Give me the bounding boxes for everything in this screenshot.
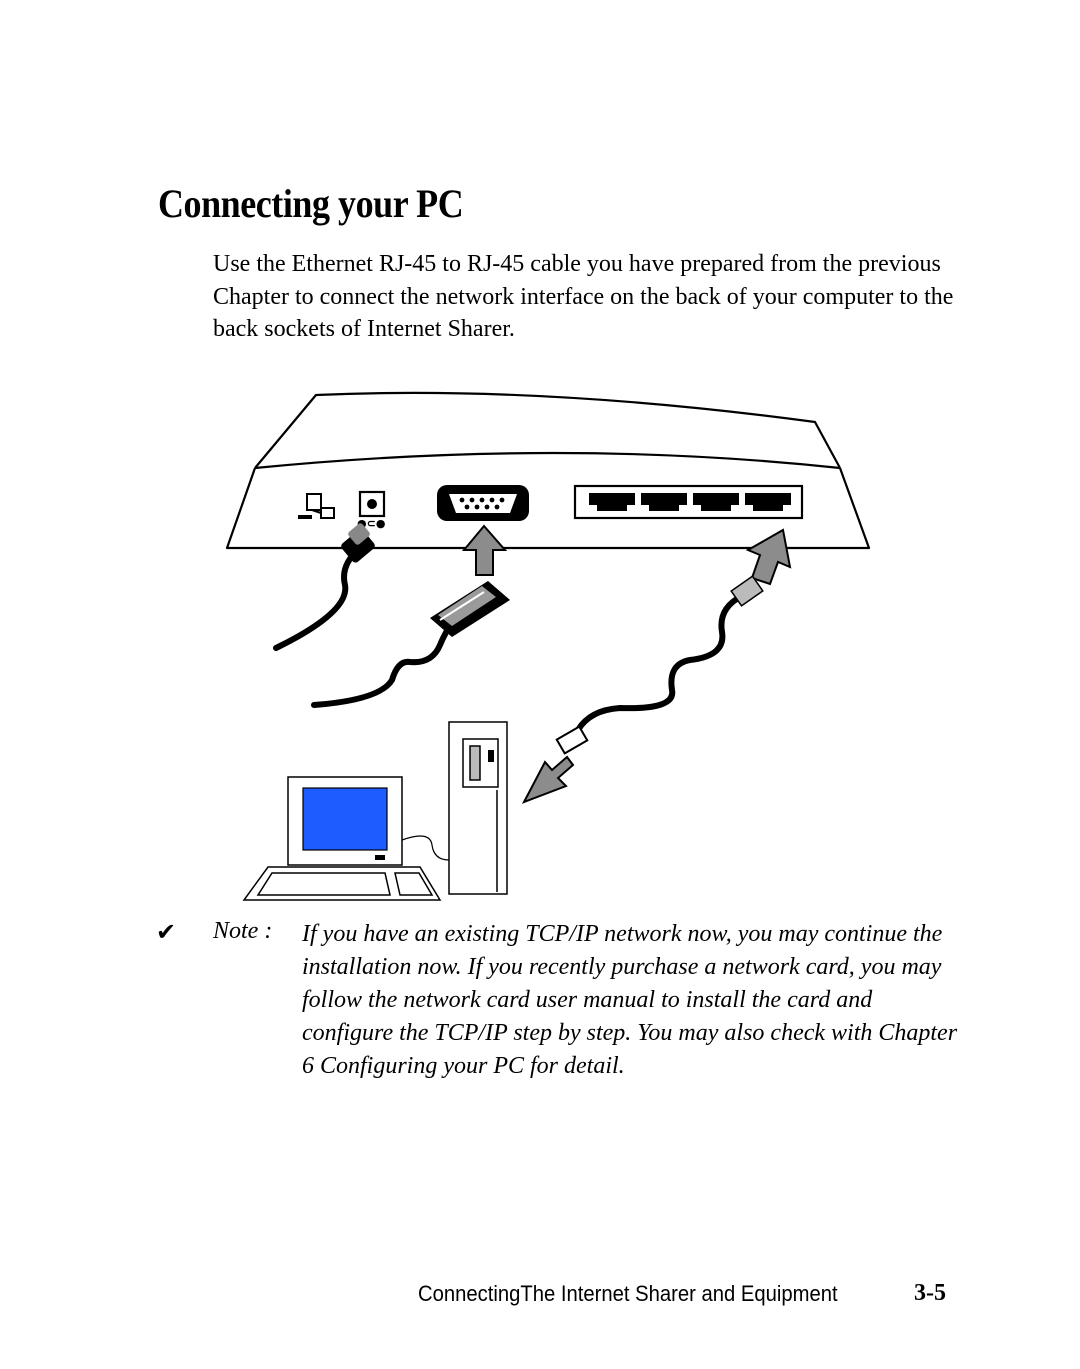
page-number: 3-5 (914, 1280, 946, 1306)
serial-cable (311, 581, 510, 708)
network-symbol-icon (298, 493, 335, 519)
note-label: Note : (213, 918, 273, 944)
intro-paragraph: Use the Ethernet RJ-45 to RJ-45 cable yo… (213, 251, 954, 342)
keyboard (242, 866, 442, 901)
serial-port-icon (437, 485, 529, 521)
connection-diagram: ●⊂● (225, 391, 871, 901)
computer-tower (448, 721, 508, 895)
page-title: Connecting your PC (158, 181, 464, 226)
note-text: If you have an existing TCP/IP network n… (302, 921, 958, 1079)
pc-arrow-icon (521, 755, 575, 804)
ethernet-arrow-icon (745, 528, 792, 586)
footer-section-title: ConnectingThe Internet Sharer and Equipm… (418, 1281, 838, 1306)
power-cable (273, 523, 375, 651)
ethernet-cable (555, 575, 764, 755)
internet-sharer-device (225, 391, 871, 550)
rj45-ports-icon (573, 484, 804, 520)
page-footer: ConnectingThe Internet Sharer and Equipm… (418, 1280, 958, 1307)
monitor (287, 776, 450, 866)
check-mark-icon: ✔ (156, 918, 177, 946)
power-jack-icon: ●⊂● (357, 490, 385, 530)
serial-arrow-icon (461, 524, 508, 576)
